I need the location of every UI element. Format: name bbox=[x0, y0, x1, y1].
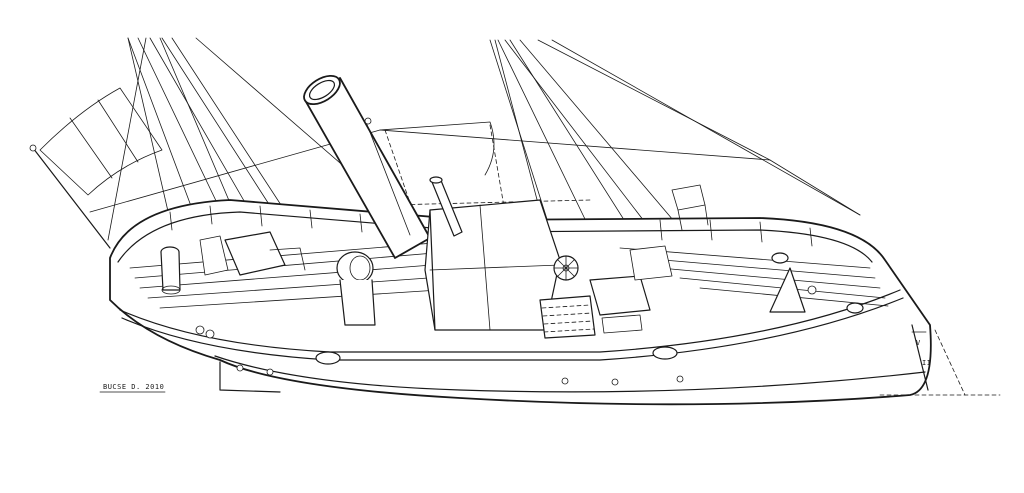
porthole-icon bbox=[652, 346, 678, 360]
fore-rigging bbox=[489, 39, 861, 321]
signature-text: BUCSE D. 2010 bbox=[103, 383, 164, 391]
fore-seat bbox=[589, 245, 673, 334]
aft-bollards bbox=[195, 325, 215, 339]
bow-mark-2: II bbox=[922, 359, 931, 367]
portholes bbox=[236, 302, 864, 386]
fore-deck-chair bbox=[671, 184, 709, 231]
grated-hatch bbox=[539, 295, 596, 339]
rail-stanchions bbox=[169, 205, 813, 247]
aft-cabin bbox=[199, 231, 306, 276]
bow-ventilator bbox=[769, 252, 817, 313]
bow-mark-1: V bbox=[916, 339, 921, 347]
porthole-icon bbox=[846, 302, 864, 314]
artist-signature: BUCSE D. 2010 bbox=[99, 383, 166, 393]
aft-cylinder bbox=[160, 246, 181, 295]
engine-housing bbox=[424, 176, 561, 331]
funnel bbox=[303, 74, 431, 259]
center-ventilator bbox=[336, 251, 376, 326]
porthole-icon bbox=[315, 351, 341, 365]
ships-wheel-icon bbox=[553, 255, 579, 281]
bow-marks: V II bbox=[911, 331, 931, 367]
